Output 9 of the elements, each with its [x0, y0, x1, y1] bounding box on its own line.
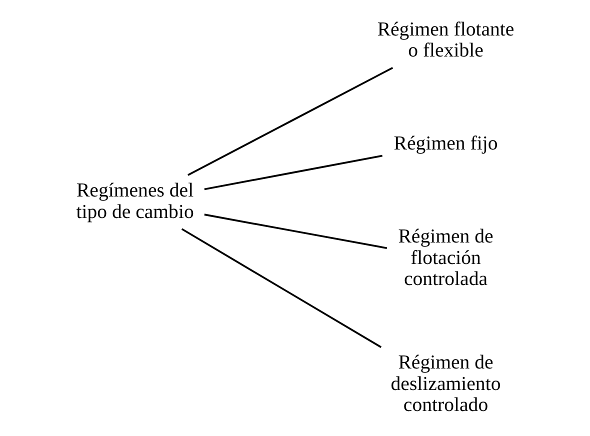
node-text: Regímenes del tipo de cambio — [76, 180, 194, 223]
connector — [188, 66, 394, 176]
node-text: Régimen de flotación controlada — [398, 226, 494, 290]
node-text: Régimen fijo — [394, 132, 498, 154]
node-text: Régimen de deslizamiento controlado — [390, 352, 501, 416]
connector — [204, 214, 388, 250]
node-text: Régimen flotante o flexible — [377, 18, 514, 62]
connector — [204, 154, 382, 190]
connector — [181, 228, 382, 348]
